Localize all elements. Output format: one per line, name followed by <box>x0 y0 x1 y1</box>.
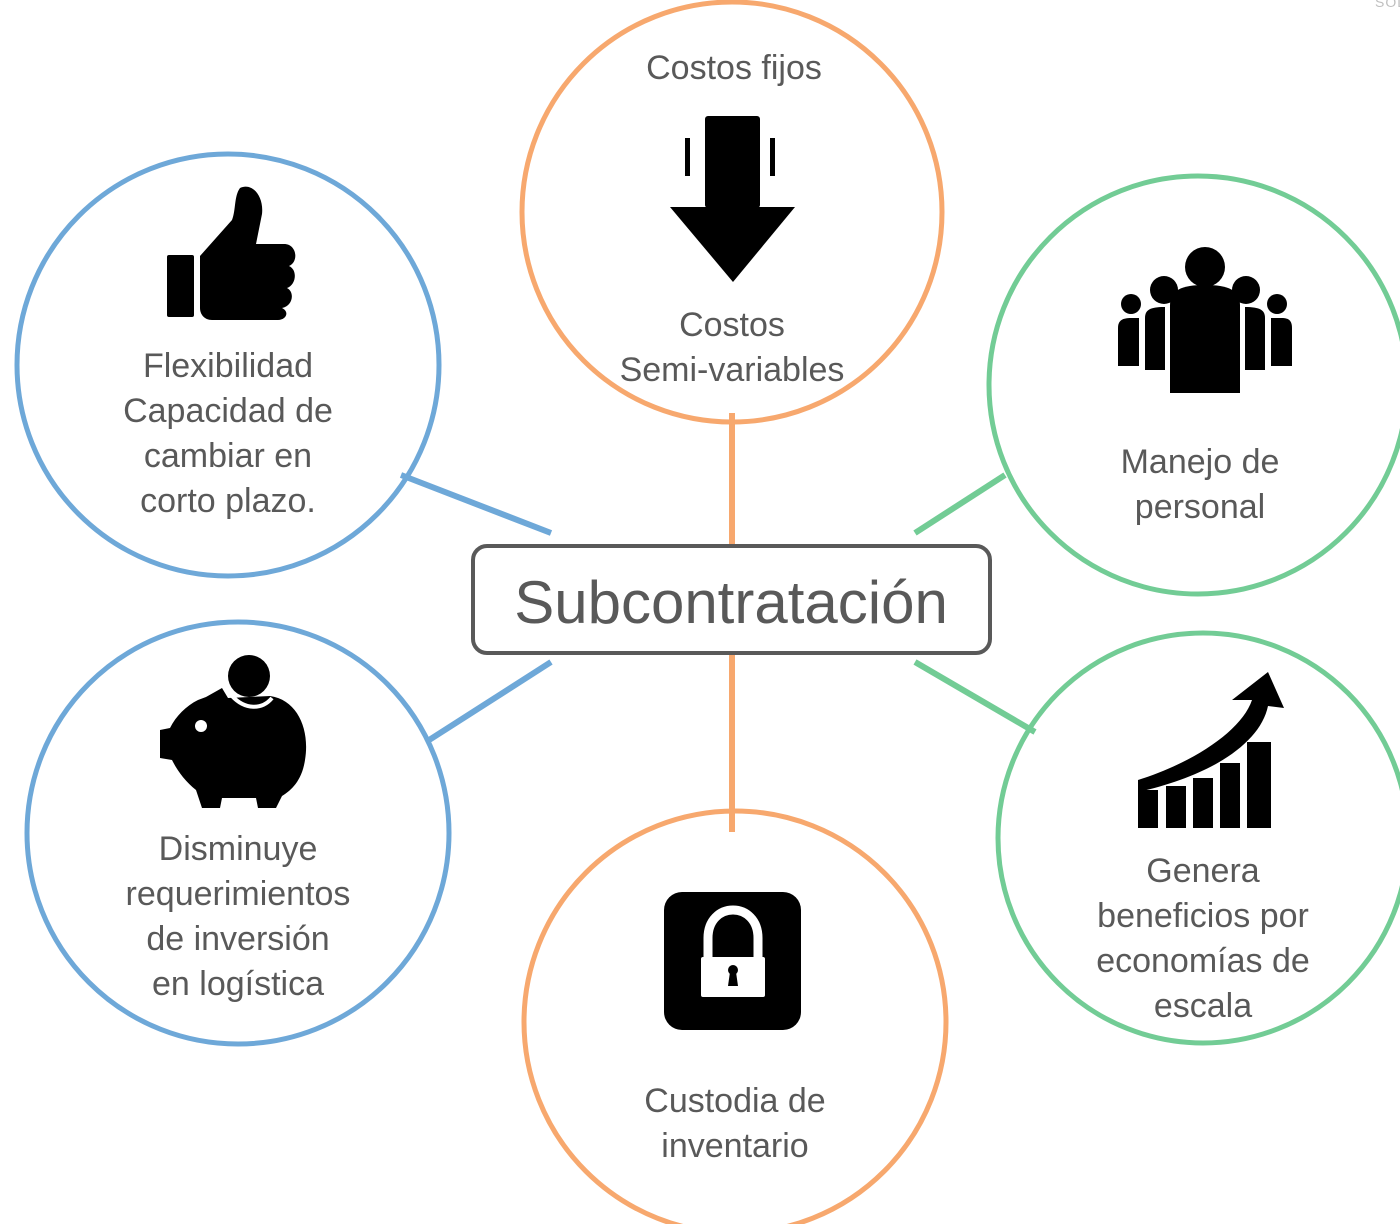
connectors <box>399 413 1037 832</box>
circle-bottom <box>521 808 949 1224</box>
label-top-line-2: Costos <box>679 306 785 344</box>
circles <box>14 0 1400 1224</box>
center-label: Subcontratación <box>514 569 948 636</box>
label-bottom: Custodia de inventario <box>644 1082 825 1165</box>
label-bottom-left-line-4: en logística <box>152 965 324 1003</box>
label-top-line-3: Semi-variables <box>620 351 845 389</box>
label-bottom-line-1: Custodia de <box>644 1082 825 1120</box>
label-top: Costos fijos Costos Semi-variables <box>620 49 845 389</box>
connector-top-left <box>399 472 553 536</box>
label-bottom-line-2: inventario <box>661 1127 808 1165</box>
label-bottom-left-line-3: de inversión <box>146 920 329 958</box>
circle-top-right <box>986 173 1400 597</box>
connector-top-right <box>913 472 1007 536</box>
label-bottom-right-line-3: economías de <box>1096 942 1310 980</box>
circle-top <box>519 0 945 425</box>
label-bottom-right: Genera beneficios por economías de escal… <box>1096 852 1310 1025</box>
connector-bottom-right <box>913 659 1037 735</box>
label-top-right-line-2: personal <box>1135 488 1265 526</box>
label-top-left-line-3: cambiar en <box>144 437 312 475</box>
label-bottom-left-line-1: Disminuye <box>159 830 318 868</box>
connector-bottom-left <box>424 659 553 745</box>
label-top-line-1: Costos fijos <box>646 49 822 87</box>
label-bottom-right-line-1: Genera <box>1146 852 1259 890</box>
circle-bottom-right <box>995 630 1400 1046</box>
people-group-icon <box>1118 247 1292 393</box>
label-top-left-line-1: Flexibilidad <box>143 347 313 385</box>
lock-icon <box>664 892 801 1030</box>
circle-top-left <box>14 151 442 579</box>
center-box <box>471 544 992 655</box>
label-bottom-left: Disminuye requerimientos de inversión en… <box>126 830 351 1003</box>
center-node: Subcontratación <box>471 544 992 655</box>
label-top-left-line-4: corto plazo. <box>140 482 316 520</box>
growth-chart-icon <box>1138 672 1284 828</box>
arrow-down-icon <box>670 116 795 282</box>
label-bottom-right-line-4: escala <box>1154 987 1252 1025</box>
label-top-left-line-2: Capacidad de <box>123 392 333 430</box>
label-bottom-right-line-2: beneficios por <box>1097 897 1309 935</box>
label-top-right-line-1: Manejo de <box>1121 443 1280 481</box>
label-top-left: Flexibilidad Capacidad de cambiar en cor… <box>123 347 333 520</box>
thumbs-up-icon <box>167 186 296 320</box>
label-top-right: Manejo de personal <box>1121 443 1280 526</box>
label-bottom-left-line-2: requerimientos <box>126 875 351 913</box>
corner-label: SOL <box>1374 0 1400 10</box>
circle-bottom-left <box>24 619 452 1047</box>
piggy-bank-icon <box>160 655 307 808</box>
